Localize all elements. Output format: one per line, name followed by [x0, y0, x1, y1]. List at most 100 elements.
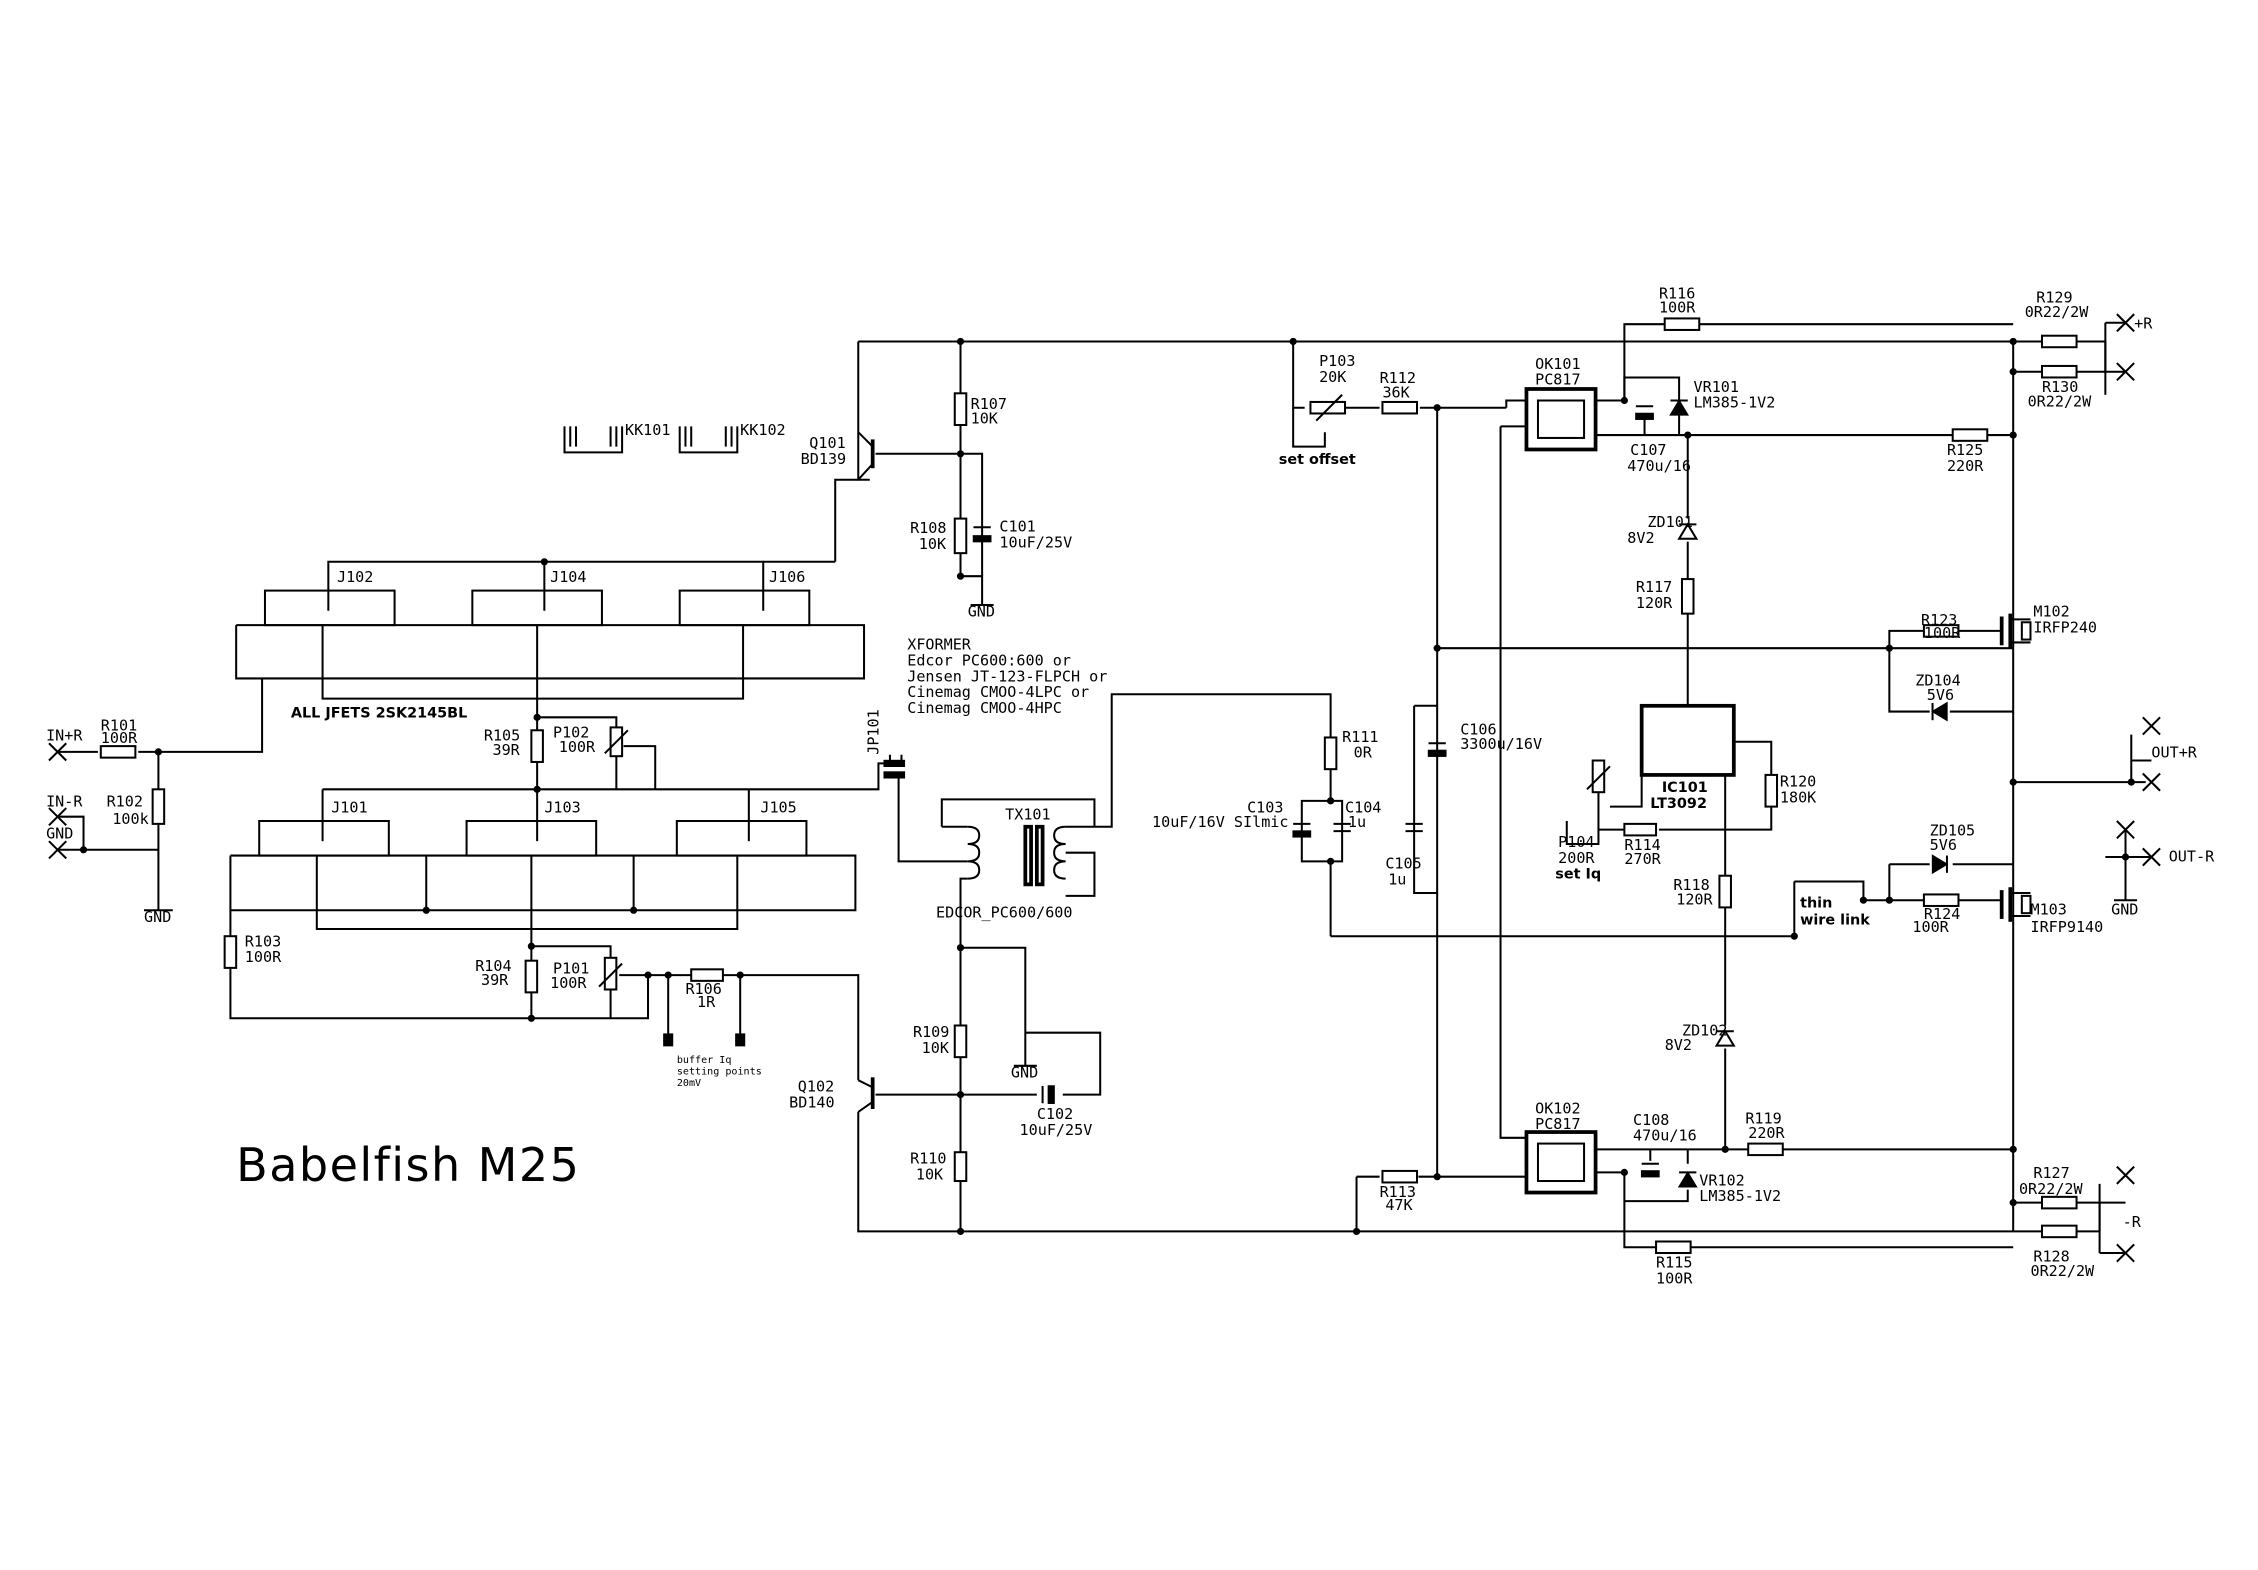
label-components-r108-1: 10K — [919, 535, 947, 553]
note-buffer-iq-1: setting points — [677, 1066, 762, 1077]
label-components-j103-0: J103 — [544, 798, 580, 816]
label-components-ok101-1: PC817 — [1535, 371, 1580, 389]
terminal-minus-r: -R — [2123, 1213, 2142, 1231]
note-thin-wire-1: wire link — [1800, 913, 1870, 929]
label-components-zd105-0: ZD105 — [1930, 821, 1975, 839]
zener-ZD101 — [1677, 522, 1699, 540]
label-components-r106-0: R106 — [685, 980, 721, 998]
label-components-zd102-0: ZD102 — [1682, 1022, 1727, 1040]
label-components-r114-0: R114 — [1624, 836, 1660, 854]
label-components-ic101-1: LT3092 — [1650, 796, 1707, 812]
jfet-J103 — [465, 819, 598, 857]
label-components-r114-1: 270R — [1624, 850, 1661, 868]
wires — [57, 321, 2152, 1255]
resistor-R108 — [953, 517, 968, 555]
resistor-R117 — [1680, 578, 1695, 615]
label-components-r104-0: R104 — [475, 957, 511, 975]
label-components-ok101-0: OK101 — [1535, 355, 1580, 373]
opto-OK102 — [1524, 1130, 1598, 1195]
label-components-q102-1: BD140 — [789, 1094, 834, 1112]
resistor-R118 — [1718, 874, 1732, 909]
resistor-R103 — [223, 935, 238, 969]
label-components-c101-1: 10uF/25V — [999, 533, 1072, 551]
label-components-p103-0: P103 — [1319, 352, 1355, 370]
label-components-r103-1: 100R — [245, 948, 282, 966]
schematic-title: Babelfish M25 — [236, 1138, 580, 1192]
label-components-vr101-1: LM385-1V2 — [1694, 394, 1776, 412]
capacitor-C105 — [1405, 822, 1423, 833]
label-components-j104-0: J104 — [550, 568, 586, 586]
label-components-c104-0: C104 — [1345, 798, 1381, 816]
label-components-r125-1: 220R — [1947, 457, 1984, 475]
label-components-r107-0: R107 — [971, 395, 1007, 413]
heatsink-KK102 — [678, 426, 739, 454]
terminal-out-minus-r: OUT-R — [2169, 847, 2215, 865]
label-components-r101-0: R101 — [101, 716, 137, 734]
label-components-c107-1: 470u/16 — [1627, 457, 1691, 475]
label-components-c103-1: 10uF/16V SIlmic — [1152, 813, 1288, 831]
label-components-r120-0: R120 — [1780, 772, 1816, 790]
label-components-c102-1: 10uF/25V — [1020, 1121, 1093, 1139]
label-components-vr102-1: LM385-1V2 — [1699, 1187, 1781, 1205]
jfet-J104 — [471, 589, 603, 627]
jfet-J102 — [263, 589, 396, 627]
resistor-R110 — [953, 1151, 968, 1183]
terminal-in-minus-r: IN-R — [46, 793, 83, 811]
terminal-marks — [48, 313, 2161, 1263]
label-components-vr101-0: VR101 — [1694, 378, 1739, 396]
label-components-r102-1: 100k — [112, 810, 148, 828]
label-components-p101-1: 100R — [550, 974, 587, 992]
note-buffer-iq-2: 20mV — [677, 1078, 701, 1089]
label-components-p103-1: 20K — [1319, 368, 1347, 386]
label-components-r108-0: R108 — [910, 519, 946, 537]
label-components-m102-0: M102 — [2033, 603, 2069, 621]
junction-dots — [79, 337, 2135, 1236]
label-components-m102-1: IRFP240 — [2033, 618, 2097, 636]
transformer-TX101 — [967, 824, 1066, 887]
label-components-r116-1: 100R — [1659, 299, 1696, 317]
label-components-tx101-0: TX101 — [1005, 806, 1050, 824]
label-components-r103-0: R103 — [245, 932, 281, 950]
label-components-r101-1: 100R — [101, 729, 138, 747]
label-components-r129-0: R129 — [2036, 289, 2072, 307]
reference-VR101 — [1669, 399, 1690, 416]
label-components-zd101-1: 8V2 — [1627, 529, 1654, 547]
ground-label-3: GND — [1011, 1063, 1038, 1081]
capacitor-C103 — [1292, 822, 1312, 838]
ground-label-1: GND — [144, 908, 171, 926]
label-components-r130-1: 0R22/2W — [2028, 392, 2093, 410]
label-components-r113-1: 47K — [1385, 1196, 1413, 1214]
resistor-R130 — [2040, 364, 2078, 379]
test-points — [663, 1033, 746, 1047]
ground-symbols — [144, 603, 2138, 1067]
resistor-R127 — [2040, 1195, 2078, 1210]
label-components-c102-0: C102 — [1037, 1105, 1073, 1123]
label-components-r109-1: 10K — [922, 1039, 950, 1057]
label-components-p102-0: P102 — [553, 723, 589, 741]
pot-P103 — [1309, 400, 1347, 415]
label-components-ok102-1: PC817 — [1535, 1115, 1580, 1133]
label-components-c104-1: 1u — [1348, 813, 1366, 831]
capacitor-C101 — [972, 526, 992, 543]
resistor-R129 — [2040, 334, 2078, 349]
resistor-R105 — [530, 729, 544, 763]
resistor-R120 — [1764, 773, 1779, 808]
jfet-J101 — [258, 819, 390, 857]
label-components-r115-0: R115 — [1656, 1253, 1692, 1271]
resistor-R128 — [2040, 1224, 2078, 1239]
label-components-zd104-1: 5V6 — [1927, 686, 1954, 704]
label-components-kk102-0: KK102 — [740, 421, 785, 439]
ground-label-4: GND — [2111, 901, 2138, 919]
diodes — [1669, 399, 1949, 1188]
label-components-p104-0: P104 — [1558, 833, 1594, 851]
label-components-r110-0: R110 — [910, 1150, 946, 1168]
terminal-gnd: GND — [46, 824, 73, 842]
label-components-r105-0: R105 — [484, 726, 520, 744]
label-components-c105-0: C105 — [1385, 855, 1421, 873]
label-components-r116-0: R116 — [1659, 284, 1695, 302]
label-components-r109-0: R109 — [913, 1023, 949, 1041]
zener-ZD102 — [1714, 1029, 1736, 1047]
label-components-r105-1: 39R — [492, 741, 520, 759]
label-components-zd104-0: ZD104 — [1915, 672, 1960, 690]
